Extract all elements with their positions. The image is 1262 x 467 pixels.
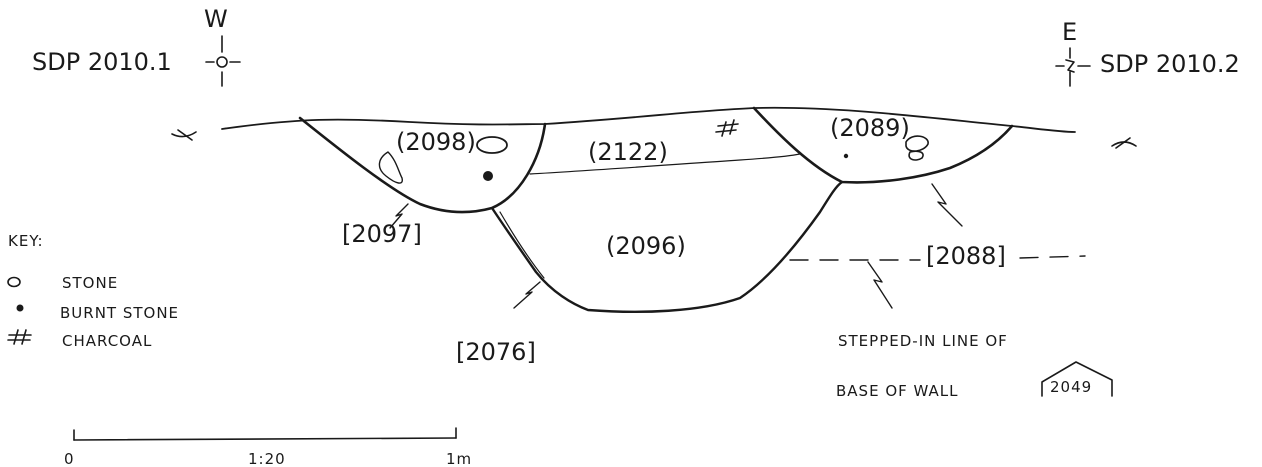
wall-number-box: 2049 (1041, 361, 1113, 397)
scale-end: 1m (446, 450, 472, 467)
layer-2122-base (529, 153, 801, 175)
cut-2097-stone-inclusion (378, 151, 403, 184)
west-datum-symbol (205, 35, 241, 87)
key-item-label: STONE (62, 274, 118, 292)
west-orientation: W SDP 2010.1 (32, 5, 241, 87)
west-station-label: SDP 2010.1 (32, 48, 172, 76)
leader-2097 (389, 203, 409, 229)
context-label-2122: (2122) (588, 138, 668, 166)
scale-start: 0 (64, 450, 75, 467)
stone-icon (7, 276, 21, 288)
context-label-2098: (2098) (396, 128, 476, 156)
west-ground-marker (171, 129, 197, 141)
context-label-2096: (2096) (606, 232, 686, 260)
stone-icon (476, 136, 508, 154)
wall-number: 2049 (1050, 378, 1092, 396)
cut-2076-outline (490, 180, 844, 314)
key-item-label: CHARCOAL (62, 332, 152, 350)
stepped-in-line-east (1019, 255, 1086, 259)
east-station-label: SDP 2010.2 (1100, 50, 1240, 78)
stone-icon (905, 135, 929, 161)
note-leader (867, 261, 893, 309)
west-letter: W (204, 5, 228, 33)
leader-2088 (931, 183, 963, 227)
charcoal-icon (7, 329, 32, 345)
east-orientation: E SDP 2010.2 (1055, 18, 1240, 87)
cut-label-2097: [2097] (342, 220, 422, 248)
cut-2088-outline (752, 106, 1014, 184)
key-title: KEY: (8, 232, 44, 250)
leader-2076 (513, 281, 541, 309)
note-line-1: STEPPED-IN LINE OF (838, 332, 1008, 350)
note-line-2: BASE OF WALL (836, 382, 959, 400)
ground-surface (221, 106, 1076, 133)
key-legend: KEY: STONE BURNT STONE CHARCOAL (7, 232, 179, 350)
burnt-stone-icon (483, 171, 493, 181)
cut-2097-outline (298, 116, 547, 214)
east-letter: E (1062, 18, 1077, 46)
small-stone-icon (843, 153, 849, 159)
scale-bar: 0 1:20 1m (64, 427, 472, 467)
charcoal-icon (715, 119, 739, 137)
cut-label-2088: [2088] (926, 242, 1006, 270)
burnt-stone-icon (16, 304, 24, 312)
cut-2076-inner-line (499, 211, 545, 279)
east-ground-marker (1111, 137, 1137, 149)
context-label-2089: (2089) (830, 114, 910, 142)
east-datum-symbol (1055, 47, 1091, 87)
cut-label-2076: [2076] (456, 338, 536, 366)
key-item-label: BURNT STONE (60, 304, 179, 322)
scale-ratio: 1:20 (248, 450, 286, 467)
